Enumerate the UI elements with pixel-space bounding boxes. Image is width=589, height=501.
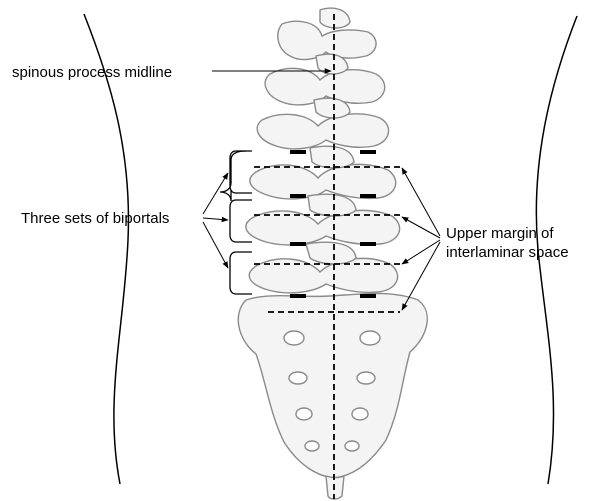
- arrow-to-set-2: [203, 218, 228, 220]
- arrow-to-set-3: [203, 222, 228, 268]
- vertebra-1: [278, 8, 376, 59]
- vertebra-2: [265, 54, 385, 105]
- arrow-to-set-1: [203, 173, 228, 214]
- interlaminar-margin-label-line2: interlaminar space: [446, 243, 569, 262]
- margin-arrows: [402, 168, 440, 310]
- interlaminar-margin-label: Upper margin of interlaminar space: [446, 224, 569, 262]
- coccyx: [326, 476, 344, 499]
- biportals-label: Three sets of biportals: [21, 209, 169, 228]
- vertebra-3: [257, 98, 388, 149]
- biportal-arrows: [203, 173, 228, 268]
- interlaminar-margin-label-line1: Upper margin of: [446, 224, 569, 243]
- body-contour-left: [84, 14, 128, 484]
- arrow-to-margin-2: [402, 217, 440, 238]
- spinous-midline-label: spinous process midline: [12, 63, 172, 82]
- arrow-to-margin-1: [402, 168, 440, 236]
- bracket-3-main: [230, 252, 252, 294]
- sacrum: [238, 294, 427, 479]
- spine-illustration: [238, 8, 427, 499]
- vertebra-6: [249, 242, 397, 293]
- vertebra-5: [246, 194, 400, 245]
- vertebra-4: [250, 146, 396, 199]
- bracket-1-main: [230, 151, 252, 193]
